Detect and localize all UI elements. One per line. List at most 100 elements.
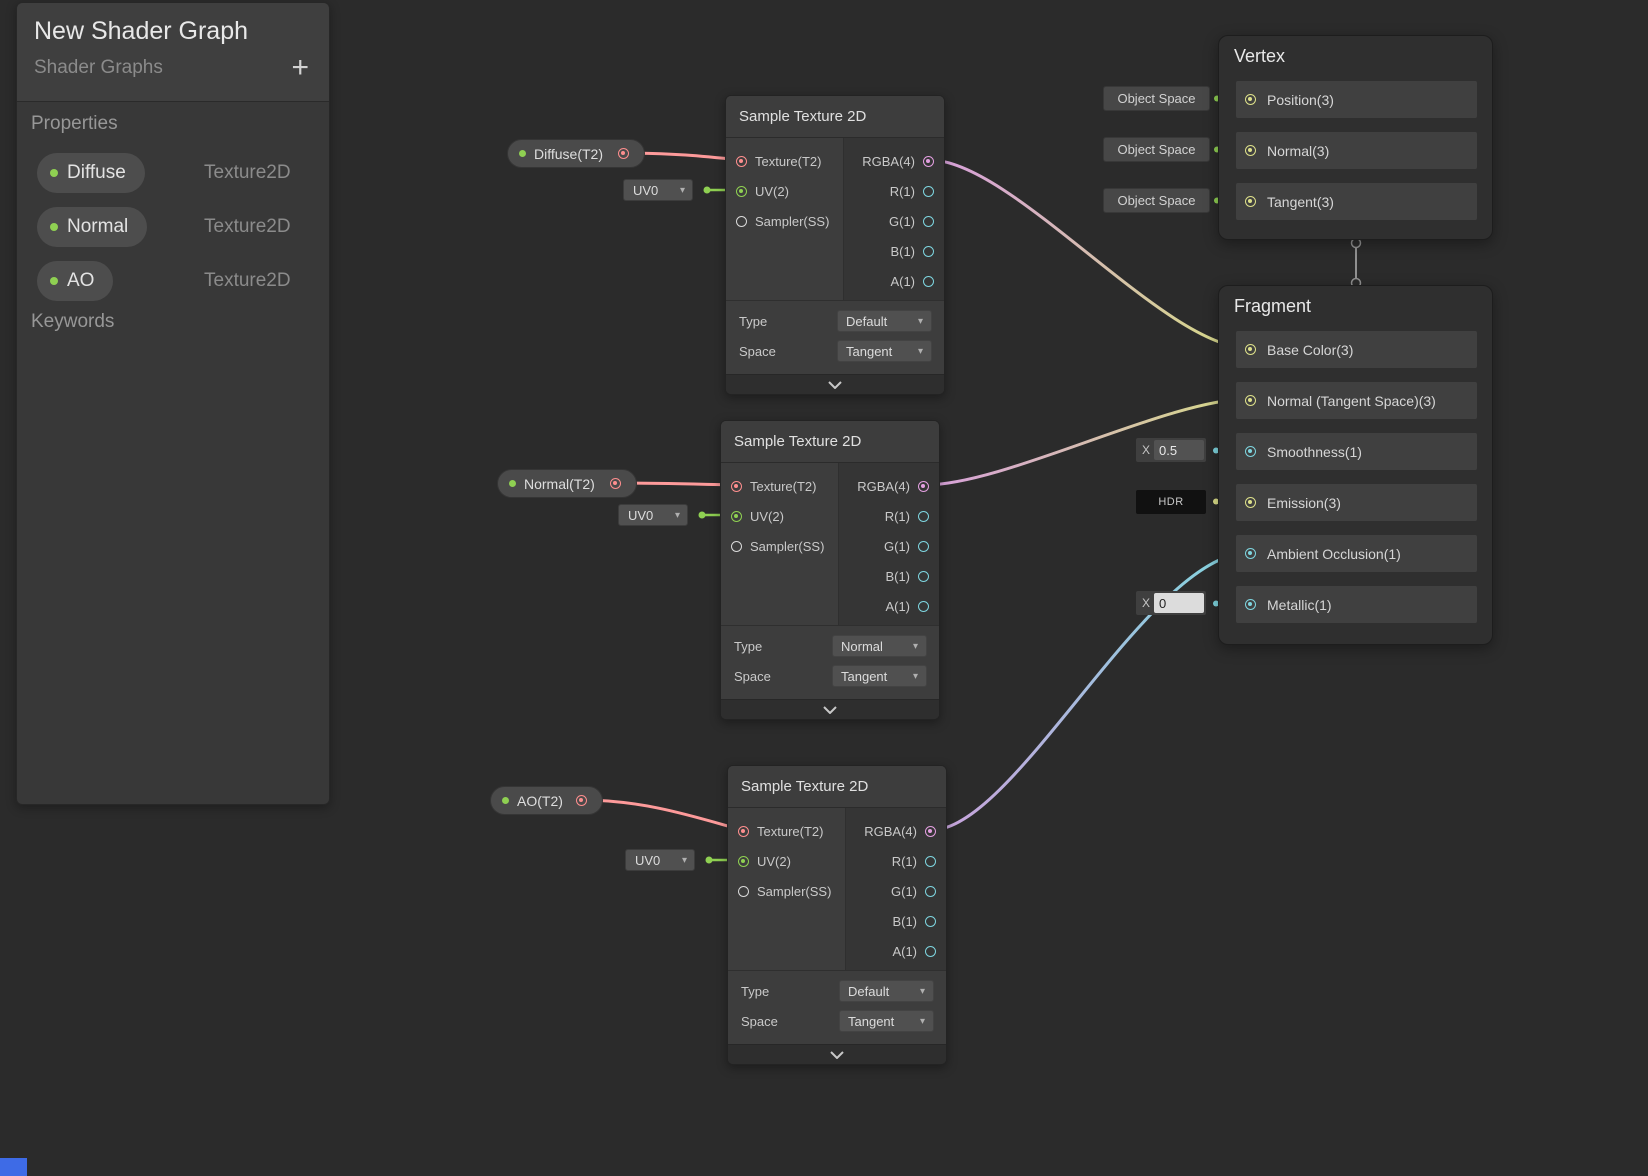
port-texture[interactable]: Texture(T2) xyxy=(721,471,838,501)
type-dropdown[interactable]: Default ▾ xyxy=(837,310,932,332)
port-uv[interactable]: UV(2) xyxy=(721,501,838,531)
property-node-diffuse[interactable]: Diffuse(T2) xyxy=(507,139,645,168)
port-b[interactable]: B(1) xyxy=(844,236,944,266)
emission-port-icon[interactable] xyxy=(1245,497,1256,508)
uv-port-icon[interactable] xyxy=(736,185,747,197)
position-space-dropdown[interactable]: Object Space xyxy=(1103,86,1210,111)
uv-channel-dropdown[interactable]: UV0 ▾ xyxy=(623,179,693,201)
edge-rgba-to-ambientocclusion[interactable] xyxy=(930,551,1250,832)
blackboard-panel[interactable]: New Shader Graph Shader Graphs + Propert… xyxy=(16,2,330,805)
texture-output-port[interactable] xyxy=(610,478,621,489)
b-port-icon[interactable] xyxy=(923,245,934,257)
uv-channel-dropdown[interactable]: UV0 ▾ xyxy=(625,849,695,871)
uv-channel-dropdown[interactable]: UV0 ▾ xyxy=(618,504,688,526)
fragment-row-metallic[interactable]: Metallic(1) xyxy=(1236,586,1477,623)
rgba-port-icon[interactable] xyxy=(918,480,929,492)
normal-space-dropdown[interactable]: Object Space xyxy=(1103,137,1210,162)
property-pill-diffuse[interactable]: Diffuse xyxy=(37,153,145,193)
port-a[interactable]: A(1) xyxy=(844,266,944,296)
rgba-port-icon[interactable] xyxy=(923,155,934,167)
port-b[interactable]: B(1) xyxy=(839,561,939,591)
emission-input-dot[interactable] xyxy=(1213,498,1219,505)
g-port-icon[interactable] xyxy=(923,215,934,227)
property-node-ao[interactable]: AO(T2) xyxy=(490,786,603,815)
sample-texture-2d-node-3[interactable]: Sample Texture 2D Texture(T2) UV(2) Samp… xyxy=(727,765,947,1065)
smoothness-port-icon[interactable] xyxy=(1245,446,1256,457)
port-sampler[interactable]: Sampler(SS) xyxy=(726,206,843,236)
fragment-row-base-color[interactable]: Base Color(3) xyxy=(1236,331,1477,368)
fragment-row-emission[interactable]: Emission(3) xyxy=(1236,484,1477,521)
sample-texture-2d-node-1[interactable]: Sample Texture 2D Texture(T2) UV(2) Samp… xyxy=(725,95,945,395)
fragment-row-ambient-occlusion[interactable]: Ambient Occlusion(1) xyxy=(1236,535,1477,572)
sampler-port-icon[interactable] xyxy=(731,540,742,552)
fragment-row-normal-ts[interactable]: Normal (Tangent Space)(3) xyxy=(1236,382,1477,419)
tangent-port-icon[interactable] xyxy=(1245,196,1256,207)
tangent-space-dropdown[interactable]: Object Space xyxy=(1103,188,1210,213)
port-g[interactable]: G(1) xyxy=(839,531,939,561)
property-node-normal[interactable]: Normal(T2) xyxy=(497,469,637,498)
port-r[interactable]: R(1) xyxy=(846,846,946,876)
port-sampler[interactable]: Sampler(SS) xyxy=(721,531,838,561)
property-row-normal[interactable]: Normal Texture2D xyxy=(37,205,317,249)
port-b[interactable]: B(1) xyxy=(846,906,946,936)
sampler-port-icon[interactable] xyxy=(738,885,749,897)
space-dropdown[interactable]: Tangent ▾ xyxy=(832,665,927,687)
normal-port-icon[interactable] xyxy=(1245,145,1256,156)
vertex-row-normal[interactable]: Normal(3) xyxy=(1236,132,1477,169)
edge-rgba-to-normalts[interactable] xyxy=(923,397,1250,487)
uv-port-icon[interactable] xyxy=(738,855,749,867)
property-row-diffuse[interactable]: Diffuse Texture2D xyxy=(37,151,317,195)
r-port-icon[interactable] xyxy=(923,185,934,197)
b-port-icon[interactable] xyxy=(925,915,936,927)
texture-port-icon[interactable] xyxy=(738,825,749,837)
sampler-port-icon[interactable] xyxy=(736,215,747,227)
metallic-value-input[interactable]: X 0 xyxy=(1136,591,1206,615)
collapse-button[interactable] xyxy=(728,1044,946,1064)
port-uv[interactable]: UV(2) xyxy=(728,846,845,876)
fragment-row-smoothness[interactable]: Smoothness(1) xyxy=(1236,433,1477,470)
metallic-port-icon[interactable] xyxy=(1245,599,1256,610)
node-header[interactable]: Sample Texture 2D xyxy=(721,421,939,463)
sample-texture-2d-node-2[interactable]: Sample Texture 2D Texture(T2) UV(2) Samp… xyxy=(720,420,940,720)
base-color-port-icon[interactable] xyxy=(1245,344,1256,355)
port-r[interactable]: R(1) xyxy=(839,501,939,531)
a-port-icon[interactable] xyxy=(925,945,936,957)
space-dropdown[interactable]: Tangent ▾ xyxy=(839,1010,934,1032)
property-row-ao[interactable]: AO Texture2D xyxy=(37,259,317,303)
space-dropdown[interactable]: Tangent ▾ xyxy=(837,340,932,362)
position-port-icon[interactable] xyxy=(1245,94,1256,105)
type-dropdown[interactable]: Normal ▾ xyxy=(832,635,927,657)
a-port-icon[interactable] xyxy=(918,600,929,612)
normal-ts-port-icon[interactable] xyxy=(1245,395,1256,406)
texture-port-icon[interactable] xyxy=(736,155,747,167)
uv-output-dot[interactable] xyxy=(698,511,706,519)
texture-output-port[interactable] xyxy=(576,795,587,806)
port-g[interactable]: G(1) xyxy=(846,876,946,906)
b-port-icon[interactable] xyxy=(918,570,929,582)
uv-output-dot[interactable] xyxy=(703,186,711,194)
type-dropdown[interactable]: Default ▾ xyxy=(839,980,934,1002)
g-port-icon[interactable] xyxy=(925,885,936,897)
texture-output-port[interactable] xyxy=(618,148,629,159)
port-rgba[interactable]: RGBA(4) xyxy=(846,816,946,846)
port-a[interactable]: A(1) xyxy=(846,936,946,966)
vertex-row-tangent[interactable]: Tangent(3) xyxy=(1236,183,1477,220)
edge-rgba-to-basecolor[interactable] xyxy=(928,158,1250,350)
collapse-button[interactable] xyxy=(721,699,939,719)
r-port-icon[interactable] xyxy=(925,855,936,867)
metallic-input-dot[interactable] xyxy=(1213,600,1219,607)
rgba-port-icon[interactable] xyxy=(925,825,936,837)
node-header[interactable]: Sample Texture 2D xyxy=(728,766,946,808)
port-a[interactable]: A(1) xyxy=(839,591,939,621)
node-header[interactable]: Sample Texture 2D xyxy=(726,96,944,138)
port-r[interactable]: R(1) xyxy=(844,176,944,206)
smoothness-value-field[interactable]: 0.5 xyxy=(1154,440,1204,460)
emission-hdr-color-field[interactable]: HDR xyxy=(1136,490,1206,514)
port-g[interactable]: G(1) xyxy=(844,206,944,236)
collapse-button[interactable] xyxy=(726,374,944,394)
uv-port-icon[interactable] xyxy=(731,510,742,522)
port-sampler[interactable]: Sampler(SS) xyxy=(728,876,845,906)
add-property-button[interactable]: + xyxy=(291,51,309,84)
g-port-icon[interactable] xyxy=(918,540,929,552)
